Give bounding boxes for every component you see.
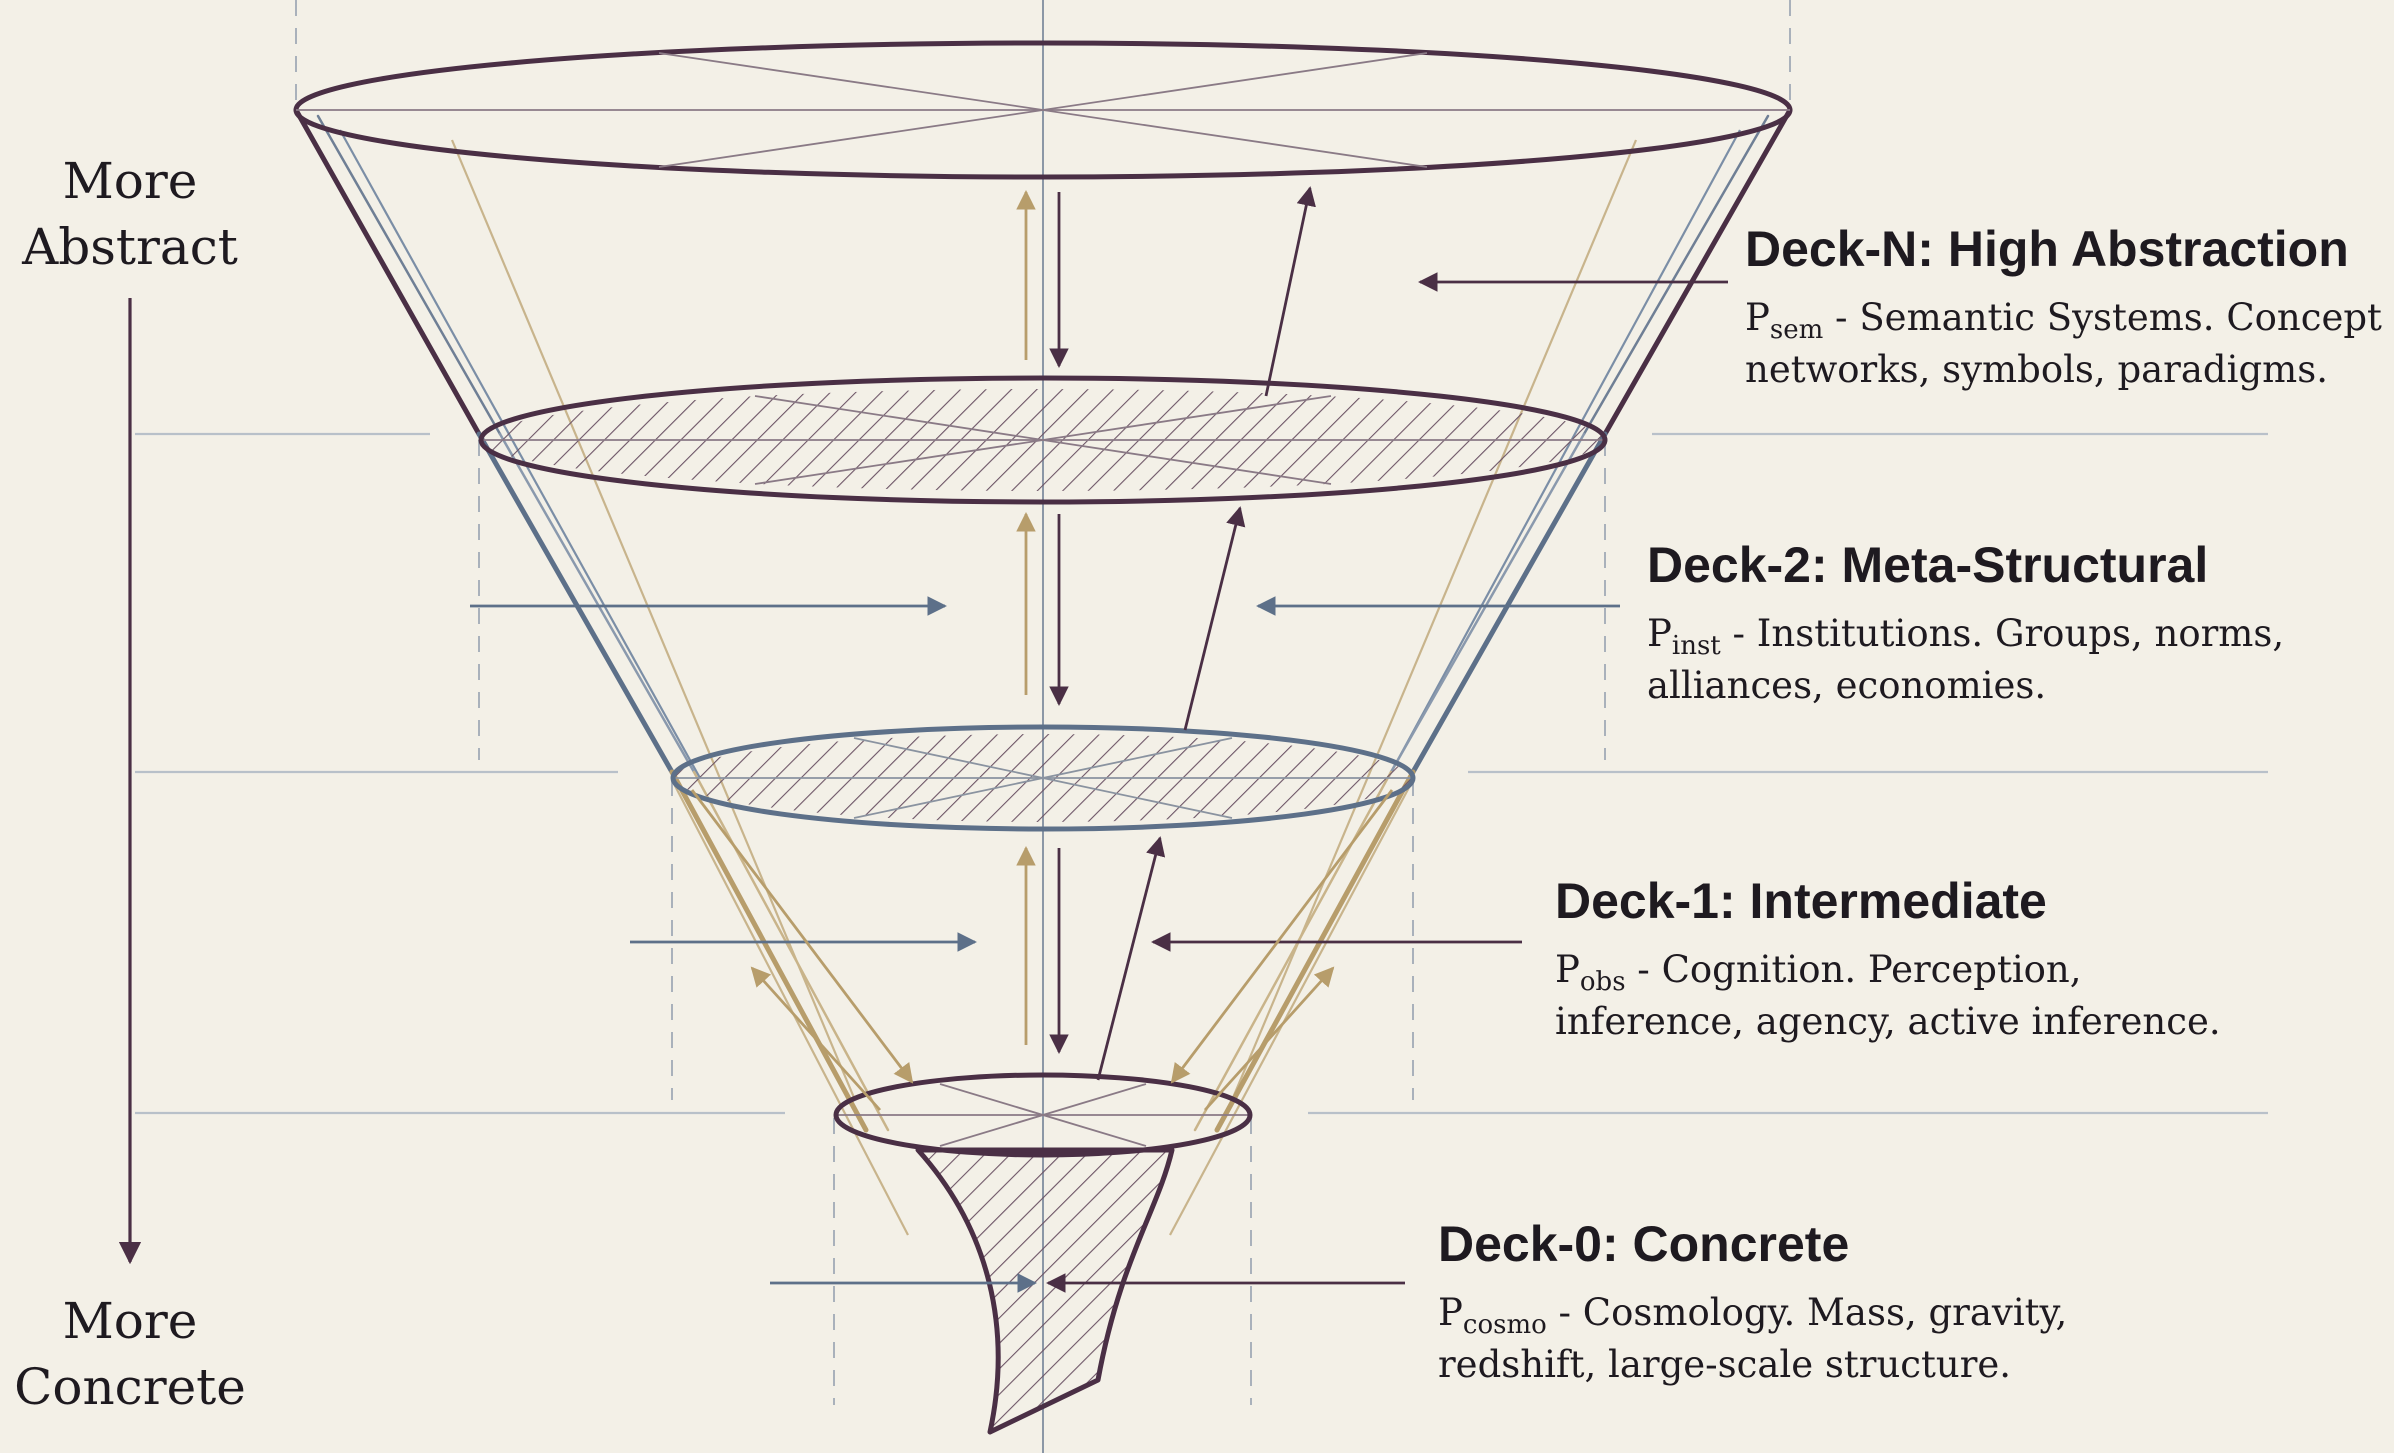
deck-title: Deck-2: Meta-Structural: [1647, 537, 2209, 593]
side-arrow-up: [750, 966, 882, 1111]
deck-symbol-subscript: obs: [1579, 967, 1626, 997]
deck-description-line: Pcosmo - Cosmology. Mass, gravity,: [1438, 1287, 2067, 1339]
deck-description-text: - Cosmology. Mass, gravity,: [1546, 1291, 2068, 1334]
deck-symbol-subscript: cosmo: [1462, 1310, 1547, 1340]
axis-label-concrete: More Concrete: [10, 1288, 250, 1420]
axis-label-line: Concrete: [14, 1358, 246, 1416]
deck-title: Deck-0: Concrete: [1438, 1216, 1850, 1272]
cone-walls: [293, 107, 1793, 1133]
cone-wall-top-right-inner: [1582, 114, 1770, 436]
side-arrow-down: [690, 789, 914, 1084]
deck-description: Pinst - Institutions. Groups, norms, all…: [1647, 608, 2284, 712]
cone-wall-mid-right: [1410, 431, 1608, 775]
side-arrow-down: [1170, 789, 1394, 1084]
deck-symbol: P: [1438, 1291, 1463, 1334]
deck-title: Deck-1: Intermediate: [1555, 873, 2047, 929]
deck-rim-N: [293, 40, 1793, 180]
horizontal-arrows: [470, 272, 1728, 1293]
deck-description: Pcosmo - Cosmology. Mass, gravity, redsh…: [1438, 1287, 2067, 1391]
deck-symbol: P: [1555, 948, 1580, 991]
inner-cone-lines: [339, 129, 1741, 1236]
guide-lines: [135, 432, 2268, 1115]
funnel-throat: [915, 1147, 1175, 1435]
axis-label-line: Abstract: [22, 218, 238, 276]
vertical-flow-arrows: [1016, 190, 1069, 1054]
diagonal-arrow: [1264, 186, 1316, 397]
cone-wall-mid-left: [476, 431, 675, 775]
cone-wall-top-left-inner: [316, 114, 502, 436]
diagonal-arrow: [1183, 506, 1246, 731]
inner-line: [450, 139, 857, 1101]
cone-wall-mid-left-inner: [498, 432, 696, 774]
rim-ellipse: [478, 375, 1608, 505]
deck-description-text: - Institutions. Groups, norms,: [1720, 612, 2285, 655]
deck-description-text: - Semantic Systems. Concept: [1823, 296, 2382, 339]
axis-label-abstract: More Abstract: [10, 148, 250, 280]
deck-rim-2: [478, 375, 1608, 505]
deck-label-2: Deck-2: Meta-Structural Pinst - Institut…: [1647, 536, 2284, 712]
diagonal-flow-arrows: [1096, 186, 1316, 1081]
deck-description-line: redshift, large-scale structure.: [1438, 1343, 2012, 1386]
deck-label-0: Deck-0: Concrete Pcosmo - Cosmology. Mas…: [1438, 1215, 2067, 1391]
rim-ellipse: [670, 724, 1416, 832]
deck-rim-0: [833, 1072, 1253, 1158]
deck-description-line: networks, symbols, paradigms.: [1745, 348, 2328, 391]
deck-description-line: Pobs - Cognition. Perception,: [1555, 944, 2221, 996]
deck-label-N: Deck-N: High Abstraction Psem - Semantic…: [1745, 220, 2382, 396]
cone-wall-low-right-inner: [1193, 770, 1393, 1132]
deck-label-1: Deck-1: Intermediate Pobs - Cognition. P…: [1555, 872, 2221, 1048]
cone-wall-top-right: [1602, 107, 1793, 437]
deck-description: Pobs - Cognition. Perception, inference,…: [1555, 944, 2221, 1048]
diagonal-arrow: [1096, 836, 1166, 1081]
inner-line: [671, 779, 909, 1236]
side-arrow-up: [1203, 966, 1335, 1111]
axis-label-line: More: [62, 152, 198, 210]
deck-description-line: inference, agency, active inference.: [1555, 1000, 2221, 1043]
deck-description: Psem - Semantic Systems. Concept network…: [1745, 292, 2382, 396]
deck-description-line: alliances, economies.: [1647, 664, 2047, 707]
cone-wall-low-right: [1214, 769, 1416, 1133]
deck-description-line: Psem - Semantic Systems. Concept: [1745, 292, 2382, 344]
deck-title: Deck-N: High Abstraction: [1745, 221, 2349, 277]
deck-symbol: P: [1745, 296, 1770, 339]
deck-description-text: - Cognition. Perception,: [1625, 948, 2082, 991]
cone-wall-low-left: [669, 769, 869, 1133]
deck-rim-1: [670, 724, 1416, 832]
inner-line: [1169, 779, 1414, 1236]
deck-symbol-subscript: sem: [1769, 315, 1824, 345]
deck-symbol-subscript: inst: [1671, 631, 1721, 661]
side-arrows: [690, 789, 1394, 1111]
rim-ellipse: [833, 1072, 1253, 1158]
dashed-guides: [295, 0, 1791, 1405]
deck-symbol: P: [1647, 612, 1672, 655]
axis-label-line: More: [62, 1292, 198, 1350]
deck-description-line: Pinst - Institutions. Groups, norms,: [1647, 608, 2284, 660]
cone-wall-low-left-inner: [692, 770, 890, 1132]
cone-wall-mid-right-inner: [1389, 432, 1586, 774]
cone-wall-top-left: [293, 107, 482, 437]
